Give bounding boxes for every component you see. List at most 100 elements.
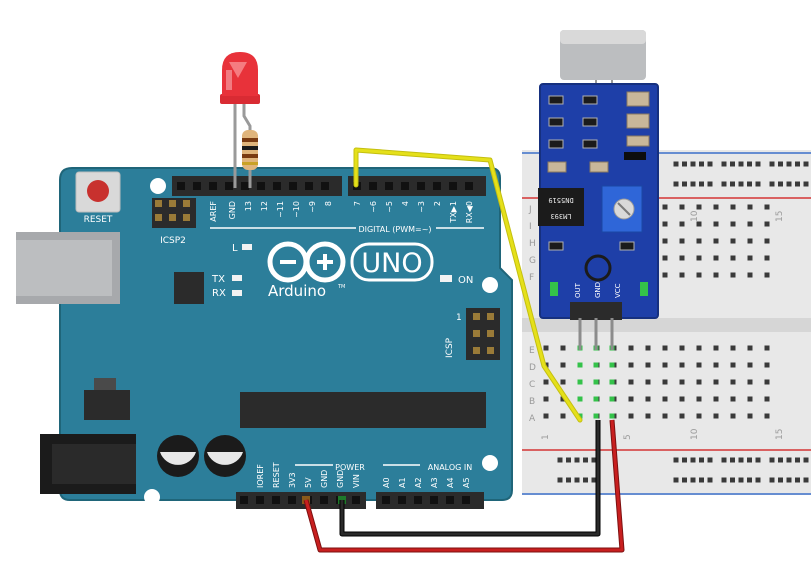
- arduino-infinity-logo: [267, 241, 346, 283]
- rail-hole: [574, 477, 580, 483]
- power-pin-label: 3V3: [288, 472, 297, 488]
- header-pin: [446, 496, 454, 504]
- digital-pin-label: 2: [433, 201, 442, 206]
- rail-hole: [673, 457, 679, 463]
- l-led-label: L: [232, 243, 238, 254]
- breadboard-hole: [764, 379, 770, 385]
- header-pin: [369, 182, 377, 190]
- breadboard-hole: [696, 221, 702, 227]
- rail-hole: [747, 457, 752, 463]
- bb-row-j: J: [528, 205, 532, 215]
- bb-row-c: C: [529, 380, 535, 390]
- on-led: [440, 275, 452, 282]
- wire-ground-gnd-to-gnd[interactable]: [340, 420, 600, 536]
- rail-hole: [803, 457, 809, 463]
- rail-hole: [786, 161, 792, 167]
- arduino-brand-tm: TM: [337, 284, 345, 290]
- mounting-hole: [482, 277, 498, 293]
- icsp2-pin: [183, 200, 190, 207]
- wire-signal-pin7-to-out[interactable]: [354, 148, 582, 422]
- breadboard-hole: [747, 204, 753, 210]
- rail-hole: [721, 477, 727, 483]
- breadboard-hole: [696, 272, 702, 278]
- breadboard-hole: [662, 413, 668, 419]
- header-pin: [320, 496, 328, 504]
- breadboard-hole: [696, 362, 702, 368]
- rail-hole: [786, 181, 792, 187]
- breadboard-hole: [730, 255, 736, 261]
- header-pin: [240, 496, 248, 504]
- breadboard-hole: [713, 204, 719, 210]
- breadboard-hole: [764, 345, 770, 351]
- header-pin: [225, 182, 233, 190]
- wire-power-5v-to-vcc[interactable]: [304, 419, 624, 552]
- sensor-pin-vcc-label: VCC: [614, 283, 622, 298]
- icsp-pin: [487, 347, 494, 354]
- breadboard-hole: [662, 379, 668, 385]
- breadboard-hole: [730, 362, 736, 368]
- voltage-regulator: [84, 390, 130, 420]
- icsp-pin: [487, 313, 494, 320]
- smd-resistor: [548, 117, 564, 127]
- power-analog-header-pins: [240, 496, 470, 504]
- rx-led: [232, 290, 242, 296]
- uno-logo-text: UNO: [361, 248, 422, 279]
- rail-hole: [755, 477, 761, 483]
- header-pin: [382, 496, 390, 504]
- breadboard-hole: [560, 413, 566, 419]
- rail-hole: [778, 181, 783, 187]
- breadboard-hole-connected: [593, 396, 599, 402]
- breadboard-hole: [747, 255, 753, 261]
- sensor-pin-header: [570, 302, 622, 320]
- breadboard-hole: [747, 221, 753, 227]
- resistor-band-4: [242, 162, 258, 165]
- breadboard-hole: [679, 379, 685, 385]
- rail-hole: [738, 181, 744, 187]
- breadboard-hole: [730, 238, 736, 244]
- breadboard-hole: [730, 396, 736, 402]
- breadboard-hole: [764, 413, 770, 419]
- bb-row-f: F: [529, 273, 534, 283]
- header-pin: [433, 182, 441, 190]
- analog-pin-label: A3: [430, 477, 439, 488]
- digital-pin-label: 8: [324, 201, 333, 206]
- breadboard-hole-connected: [593, 379, 599, 385]
- rail-hole: [803, 161, 809, 167]
- bb-row-i: I: [529, 222, 532, 232]
- rail-hole: [682, 457, 687, 463]
- rail-hole: [778, 477, 783, 483]
- rail-hole: [730, 457, 735, 463]
- led-component: [220, 52, 260, 188]
- smd-resistor: [548, 95, 564, 105]
- header-pin: [193, 182, 201, 190]
- rail-hole: [690, 457, 696, 463]
- sensor-led-2: [640, 282, 648, 296]
- icsp-pin: [473, 330, 480, 337]
- breadboard-hole: [747, 379, 753, 385]
- smd-resistor: [619, 241, 635, 251]
- breadboard-hole: [713, 379, 719, 385]
- icsp-pin: [487, 330, 494, 337]
- header-pin: [462, 496, 470, 504]
- breadboard-hole: [730, 221, 736, 227]
- voltage-regulator-tab: [94, 378, 116, 390]
- breadboard-hole: [696, 204, 702, 210]
- breadboard-hole: [679, 238, 685, 244]
- reset-button-cap[interactable]: [87, 180, 109, 202]
- smd-resistor: [582, 95, 598, 105]
- header-pin: [430, 496, 438, 504]
- sensor-led-1: [550, 282, 558, 296]
- power-pin-label: RESET: [272, 462, 281, 488]
- breadboard-center-channel: [522, 318, 811, 332]
- rail-hole: [682, 181, 687, 187]
- rail-hole: [707, 181, 713, 187]
- led-reflector: [229, 62, 247, 78]
- header-pin: [305, 182, 313, 190]
- analog-pin-label: A2: [414, 477, 423, 488]
- led-highlight: [226, 70, 232, 90]
- rail-hole: [738, 457, 744, 463]
- digital-pin-label: ~6: [369, 201, 378, 213]
- rail-hole: [566, 457, 571, 463]
